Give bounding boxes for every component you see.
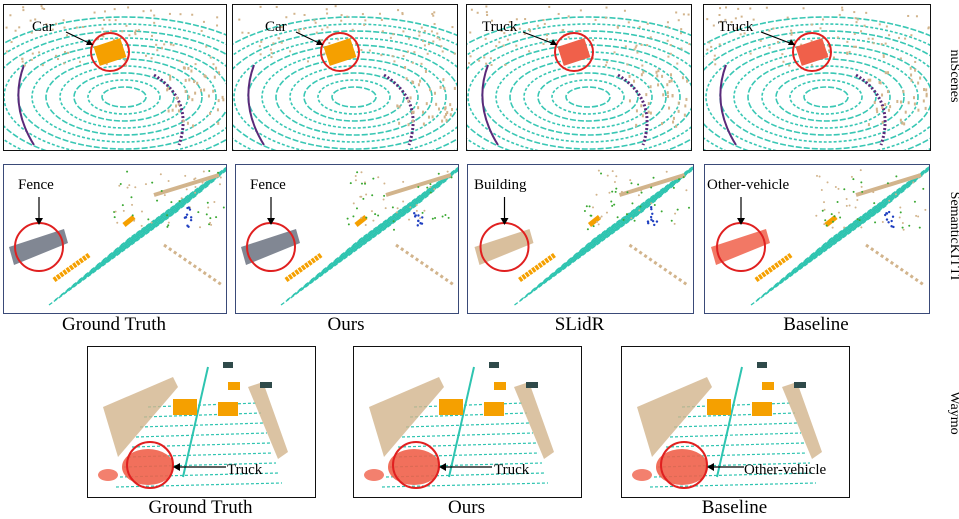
column-label-baseline: Baseline <box>783 314 849 335</box>
point-cloud-visualization <box>364 362 554 489</box>
nuscenes-baseline-panel <box>703 4 931 151</box>
point-cloud-visualization <box>711 166 929 306</box>
waymo-baseline-panel <box>621 346 850 498</box>
column-label-ours-waymo: Ours <box>448 497 485 518</box>
point-cloud-visualization <box>467 5 691 150</box>
scene-points <box>98 362 288 489</box>
nuscenes-ground-truth-panel <box>3 4 227 151</box>
point-cloud-visualization <box>233 5 457 150</box>
nuscenes-ours-panel <box>232 4 458 151</box>
scene-points <box>704 6 930 150</box>
nuscenes-gt-annotation: Car <box>32 19 54 35</box>
semantickitti-slidr-annotation: Building <box>474 177 527 193</box>
column-label-ours: Ours <box>327 314 365 335</box>
column-label-ground-truth-waymo: Ground Truth <box>148 497 253 518</box>
waymo-gt-annotation: Truck <box>227 462 263 478</box>
semantickitti-ground-truth-panel <box>3 164 227 314</box>
point-cloud-visualization <box>241 166 458 306</box>
row-label-nuscenes: nuScenes <box>947 49 959 103</box>
scene-points <box>711 166 929 306</box>
scene-points <box>4 5 226 150</box>
waymo-baseline-annotation: Other-vehicle <box>744 462 827 478</box>
semantickitti-ours-annotation: Fence <box>250 177 286 193</box>
point-cloud-visualization <box>9 166 226 306</box>
column-label-ground-truth: Ground Truth <box>62 314 166 335</box>
point-cloud-visualization <box>632 362 822 489</box>
semantickitti-baseline-panel <box>704 164 930 314</box>
point-cloud-visualization <box>4 5 226 150</box>
point-cloud-visualization <box>474 165 693 306</box>
row-label-waymo: Waymo <box>947 391 959 435</box>
semantickitti-ours-panel <box>235 164 459 314</box>
semantickitti-slidr-panel <box>467 164 694 314</box>
waymo-ours-panel <box>353 346 582 498</box>
column-label-baseline-waymo: Baseline <box>701 497 768 518</box>
column-label-slidr: SLidR <box>554 314 605 335</box>
row-label-semantickitti: SemanticKITTI <box>947 191 959 281</box>
scene-points <box>364 362 554 489</box>
nuscenes-baseline-annotation: Truck <box>718 19 754 35</box>
point-cloud-visualization <box>704 6 930 150</box>
semantickitti-gt-annotation: Fence <box>18 177 54 193</box>
nuscenes-slidr-annotation: Truck <box>482 19 518 35</box>
semantickitti-baseline-annotation: Other-vehicle <box>707 177 790 193</box>
point-cloud-visualization <box>98 362 288 489</box>
scene-points <box>467 5 691 150</box>
scene-points <box>241 166 458 306</box>
waymo-ours-annotation: Truck <box>494 462 530 478</box>
nuscenes-ours-annotation: Car <box>265 19 287 35</box>
scene-points <box>233 5 457 150</box>
waymo-ground-truth-panel <box>87 346 316 498</box>
nuscenes-slidr-panel <box>466 4 692 151</box>
scene-points <box>632 362 822 489</box>
scene-points <box>9 166 226 306</box>
